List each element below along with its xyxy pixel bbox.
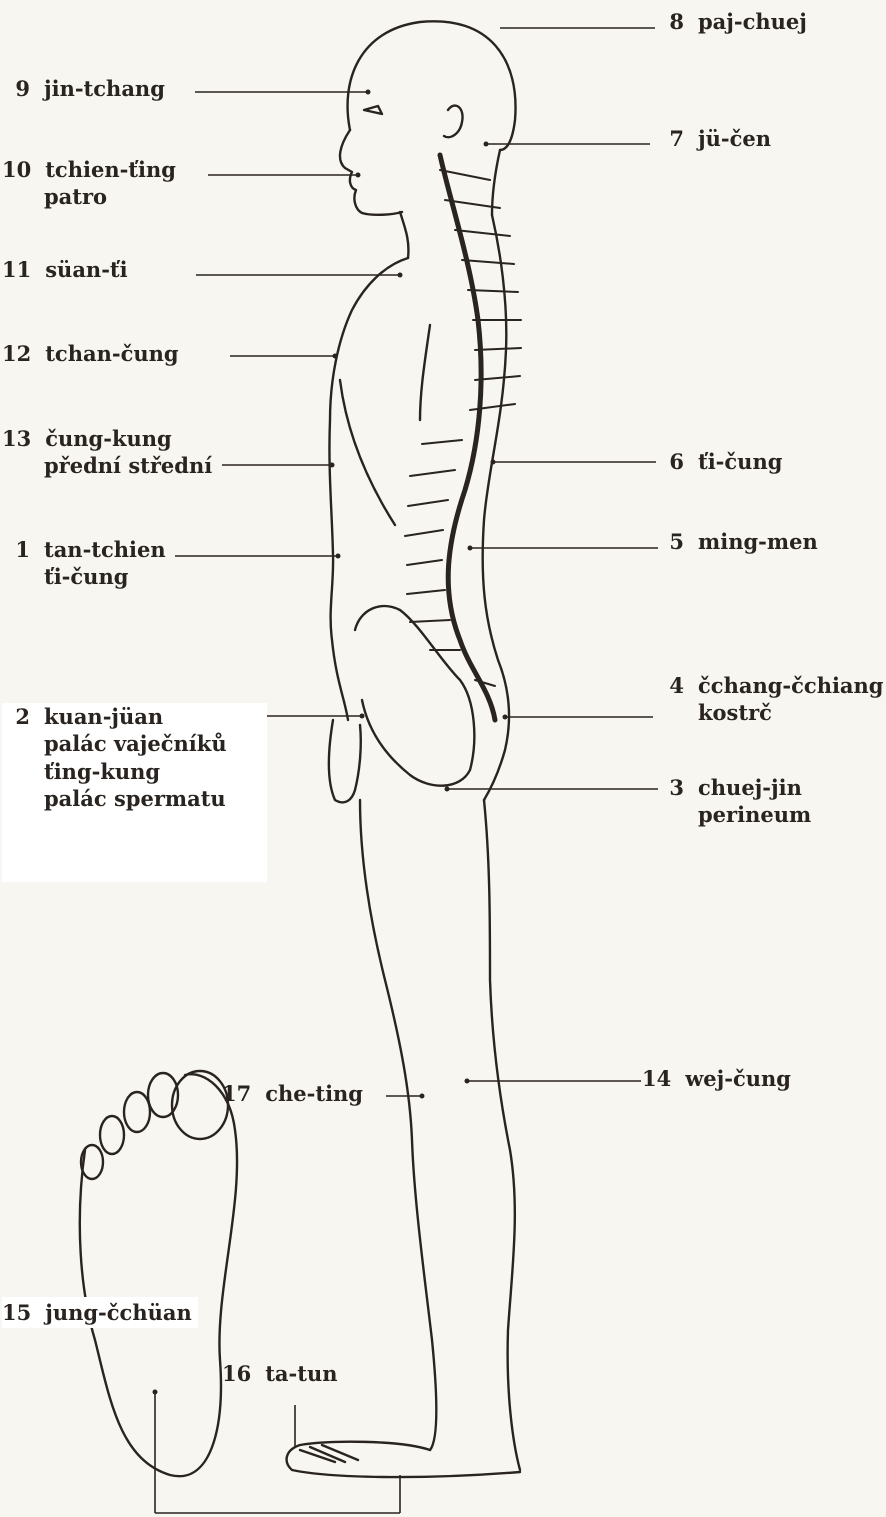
point-number: 8	[656, 8, 684, 35]
eye	[364, 106, 382, 114]
head-outline	[348, 21, 516, 150]
point-name: čchang-čchiang	[698, 673, 884, 698]
point-number: 2	[2, 703, 30, 730]
point-number: 9	[2, 75, 30, 102]
spine	[440, 155, 495, 720]
point-name: jü-čen	[698, 126, 771, 151]
point-number: 3	[656, 774, 684, 801]
point-number: 14	[642, 1065, 671, 1092]
arm-inner	[340, 380, 395, 525]
neck-back	[492, 150, 500, 215]
point-number: 12	[2, 340, 31, 367]
chest-front	[329, 258, 408, 720]
label-point-6: 6 ťi-čung	[656, 448, 782, 475]
point-name: wej-čung	[685, 1066, 791, 1091]
toes	[300, 1445, 358, 1462]
label-point-8: 8 paj-chuej	[656, 8, 807, 35]
label-point-3: 3 chuej-jin perineum	[656, 774, 811, 829]
label-point-4: 4 čchang-čchiang kostrč	[656, 672, 884, 727]
point-number: 4	[656, 672, 684, 699]
point-number: 16	[222, 1360, 251, 1387]
point-name: tan-tchien	[44, 537, 166, 562]
point-name: jung-čchüan	[45, 1300, 192, 1325]
point-name: kuan-jüan	[44, 704, 163, 729]
point-name: ta-tun	[265, 1361, 337, 1386]
point-name: ťi-čung	[698, 449, 782, 474]
point-name: paj-chuej	[698, 9, 807, 34]
point-name: tchan-čung	[45, 341, 178, 366]
point-number: 17	[222, 1080, 251, 1107]
label-point-17: 17 che-ting	[222, 1080, 363, 1107]
label-point-7: 7 jü-čen	[656, 125, 771, 152]
point-number: 7	[656, 125, 684, 152]
label-point-12: 12 tchan-čung	[2, 340, 179, 367]
point-name: ming-men	[698, 529, 818, 554]
point-number: 1	[2, 536, 30, 563]
hand	[329, 720, 361, 802]
leg-front	[360, 800, 436, 1450]
label-point-5: 5 ming-men	[656, 528, 818, 555]
point-name: chuej-jin	[698, 775, 802, 800]
label-point-10: 10 tchien-ťing patro	[2, 156, 176, 211]
point-subname: ťi-čung	[2, 563, 166, 590]
label-point-13: 13 čung-kung přední střední	[2, 425, 212, 480]
point-name: čung-kung	[45, 426, 172, 451]
point-number: 15	[2, 1299, 31, 1326]
point-number: 13	[2, 425, 31, 452]
neck-front	[400, 212, 408, 258]
label-point-16: 16 ta-tun	[222, 1360, 338, 1387]
point-subname: perineum	[656, 801, 811, 828]
label-point-2: 2 kuan-jüan palác vaječníků ťing-kung pal…	[2, 703, 267, 882]
arm	[420, 325, 430, 420]
point-number: 11	[2, 256, 31, 283]
label-point-14: 14 wej-čung	[642, 1065, 791, 1092]
point-name: süan-ťi	[45, 257, 127, 282]
ear	[444, 106, 463, 138]
face-outline	[340, 130, 402, 215]
foot-side	[287, 1442, 520, 1477]
point-number: 5	[656, 528, 684, 555]
point-subname: patro	[2, 183, 176, 210]
leg-back	[484, 800, 520, 1470]
label-point-15: 15 jung-čchüan	[2, 1297, 198, 1328]
point-name: jin-tchang	[44, 76, 165, 101]
point-subname: kostrč	[656, 699, 884, 726]
point-number: 6	[656, 448, 684, 475]
sole-toes	[81, 1071, 228, 1179]
point-number: 10	[2, 156, 31, 183]
point-subname: ťing-kung	[2, 758, 227, 785]
point-subname: palác vaječníků	[2, 730, 227, 757]
label-point-11: 11 süan-ťi	[2, 256, 128, 283]
label-point-9: 9 jin-tchang	[2, 75, 165, 102]
point-subname: palác spermatu	[2, 785, 227, 812]
point-subname: přední střední	[2, 452, 212, 479]
point-name: tchien-ťing	[45, 157, 176, 182]
point-name: che-ting	[265, 1081, 363, 1106]
label-point-1: 1 tan-tchien ťi-čung	[2, 536, 166, 591]
